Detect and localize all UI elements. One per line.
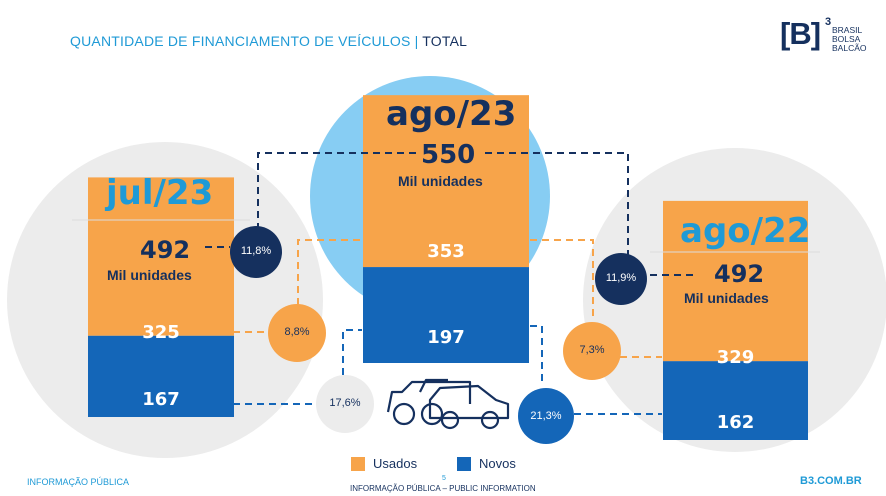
legend: Usados Novos [351,455,541,475]
legend-novos-label: Novos [479,456,516,471]
footer-public-info: INFORMAÇÃO PÚBLICA [27,477,130,487]
connector-total-ago22-a [485,152,629,255]
slide-title: QUANTIDADE DE FINANCIAMENTO DE VEÍCULOS … [70,33,467,49]
title-main: QUANTIDADE DE FINANCIAMENTO DE VEÍCULOS [70,33,411,49]
label-jul23: jul/23 [106,173,214,213]
value-usados-ago23: 353 [427,241,465,262]
bicycle-wheel-back [440,410,460,430]
value-novos-ago22: 162 [716,412,755,433]
label-ago23: ago/23 [386,94,517,134]
pct-total-vs-jul23: 11,8% [240,245,272,257]
pct-usados-vs-ago22: 7,3% [579,344,605,356]
connector-novos-jul23-b [342,329,362,375]
percent-circles-layer [230,226,647,444]
bar-novos-1 [363,267,529,363]
unit-ago23: Mil unidades [398,173,483,189]
connector-total-jul23-b [257,152,418,230]
value-novos-ago23: 197 [427,327,465,348]
connector-novos-ago22-a [530,325,543,386]
logo-superscript: 3 [825,16,832,28]
connector-usados-jul23-b [297,239,360,305]
legend-usados-swatch [351,457,365,471]
pct-novos-vs-jul23: 17,6% [329,397,361,409]
total-ago22: 492 [714,260,765,288]
logo-line-3: BALCÃO [832,43,867,53]
b3-logo: [B] 3 BRASIL BOLSA BALCÃO [780,16,880,56]
label-ago22: ago/22 [680,211,811,251]
logo-words: BRASIL BOLSA BALCÃO [832,26,867,53]
bars-layer [72,95,820,440]
logo-bracket: [B] [780,16,821,51]
total-ago23: 550 [421,140,476,170]
motorcycle-wheel-back [392,402,416,426]
bar-usados-1 [363,95,529,268]
circle-usados-vs-jul23 [268,304,326,362]
car-wheel [480,410,500,430]
bar-usados-2 [663,200,808,362]
legend-usados-label: Usados [373,456,418,471]
page-number: 5 [442,475,446,482]
pct-total-vs-ago22: 11,9% [605,272,637,284]
circle-total-vs-jul23 [230,226,282,278]
connector-usados-ago22-a [530,239,594,320]
value-usados-jul23: 325 [142,322,180,343]
bar-novos-0 [88,335,234,417]
pct-usados-vs-jul23: 8,8% [284,326,310,338]
legend-novos-swatch [457,457,471,471]
value-usados-ago22: 329 [716,347,755,368]
pct-novos-vs-ago22: 21,3% [530,410,562,422]
motorcycle-wheel-front [420,402,444,426]
circle-novos-vs-ago22 [518,388,574,444]
value-novos-jul23: 167 [142,389,180,410]
unit-jul23: Mil unidades [107,267,192,283]
title-separator: | [414,33,419,49]
logo-line-2: BOLSA [832,34,861,44]
bar-usados-0 [88,177,234,336]
total-jul23: 492 [140,236,191,264]
circle-usados-vs-ago22 [563,322,621,380]
connectors-layer [205,152,695,415]
bar-novos-2 [663,361,808,440]
unit-ago22: Mil unidades [684,290,769,306]
logo-line-1: BRASIL [832,25,863,35]
footer-public-information: INFORMAÇÃO PÚBLICA – PUBLIC INFORMATION [350,484,536,493]
footer-website: B3.COM.BR [800,475,862,487]
title-total: TOTAL [422,33,468,49]
truck-window [419,378,448,393]
circle-novos-vs-jul23 [316,375,374,433]
circle-total-vs-ago22 [595,253,647,305]
vehicles-icon [386,378,510,430]
